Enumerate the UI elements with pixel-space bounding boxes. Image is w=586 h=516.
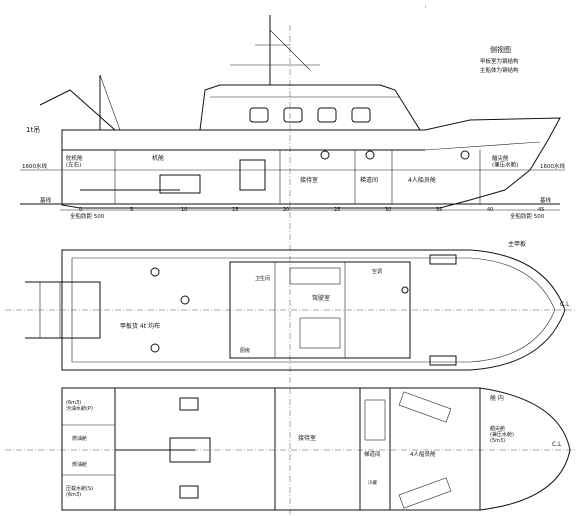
stair-passage-label: 梯道间 bbox=[360, 176, 378, 184]
hold-reception-label: 接待室 bbox=[298, 434, 316, 442]
aft-a-frame bbox=[25, 281, 101, 339]
frame-number: 0 bbox=[79, 207, 82, 213]
frame-number: 5 bbox=[130, 207, 133, 213]
seating-area bbox=[299, 317, 341, 349]
legend-line-2: 主船体为钢结构 bbox=[480, 66, 519, 74]
console bbox=[289, 267, 341, 285]
hold-crew-label: 4人船员舱 bbox=[410, 450, 436, 458]
bollard-icon bbox=[150, 267, 160, 277]
engine-block bbox=[169, 437, 211, 463]
deckhouse-outline bbox=[199, 84, 421, 131]
forepeak-tank-label: 艏尖舱(兼压水舱) bbox=[492, 154, 518, 169]
fuel-tank-right-label: 燃油舱 bbox=[72, 461, 87, 468]
window-3 bbox=[317, 107, 337, 123]
mast-stay bbox=[269, 29, 311, 71]
hold-passage-label: 梯道间 bbox=[364, 450, 381, 458]
drawing-legend: 侧视图 甲板室为钢结构 主船体为钢结构 bbox=[480, 45, 519, 74]
hold-title: 舱 内 bbox=[490, 394, 504, 402]
bollard-icon bbox=[150, 343, 160, 353]
gantry-stay bbox=[99, 74, 121, 131]
window-4 bbox=[351, 107, 371, 123]
generator bbox=[239, 159, 266, 191]
cold-store-label: 冷藏 bbox=[368, 479, 377, 486]
generator-set bbox=[179, 397, 199, 411]
bollard-icon bbox=[401, 286, 409, 294]
wheelhouse-label: 驾驶室 bbox=[312, 294, 330, 302]
waterline-left-label: 1600水线 bbox=[22, 162, 47, 170]
legend-title: 侧视图 bbox=[490, 45, 511, 54]
frame-number: 45 bbox=[538, 207, 544, 213]
hold-outline bbox=[61, 387, 571, 511]
berth bbox=[398, 391, 452, 423]
frame-spacing-right: 全船肋距 500 bbox=[510, 212, 545, 220]
frame-number: 30 bbox=[385, 207, 391, 213]
deck-outline bbox=[61, 249, 566, 371]
baseline-left-label: 基线 bbox=[40, 196, 52, 204]
porthole-1 bbox=[320, 150, 330, 160]
room-label: 空调 bbox=[372, 268, 382, 275]
bollard-icon bbox=[180, 295, 190, 305]
deck-centerline-label: C.L bbox=[560, 301, 570, 308]
hold-centerline-label: C.L bbox=[552, 441, 562, 448]
room-label: 厨房 bbox=[240, 347, 250, 354]
hold-forepeak-label: 艏尖舱(兼压水舱)(5m3) bbox=[490, 425, 514, 444]
window-1 bbox=[249, 107, 269, 123]
porthole-3 bbox=[460, 150, 470, 160]
steering-room-label: 舵机舱(左右) bbox=[66, 154, 83, 169]
aft-deck-cargo-note: 甲板货 4t 均布 bbox=[120, 322, 160, 330]
hull-outline bbox=[61, 117, 561, 209]
main-deck-plan: C.L 主甲板 驾驶室 卫生间 厨房 空调 甲板货 4t 均布 bbox=[5, 240, 575, 371]
reception-room-label: 接待室 bbox=[300, 176, 318, 184]
stair bbox=[364, 399, 386, 441]
legend-line-1: 甲板室为钢结构 bbox=[480, 57, 519, 65]
frame-number: 35 bbox=[436, 207, 442, 213]
room-label: 卫生间 bbox=[255, 275, 270, 282]
crane-label: 1t吊 bbox=[26, 126, 40, 134]
porthole-2 bbox=[365, 150, 375, 160]
engine-room-label: 机舱 bbox=[152, 154, 164, 162]
frame-number: 10 bbox=[181, 207, 187, 213]
window-2 bbox=[283, 107, 303, 123]
frame-spacing-left: 全船肋距 500 bbox=[70, 212, 105, 220]
fuel-tank-left-label: 燃油舱 bbox=[72, 435, 87, 442]
berth bbox=[398, 477, 452, 509]
fairlead bbox=[429, 355, 457, 366]
side-profile-view: 1t吊 舵机舱(左右) 机舱 接待室 梯道间 4人船员舱 艏尖舱(兼压水舱) 1… bbox=[20, 15, 565, 516]
frame-number: 20 bbox=[283, 207, 289, 213]
crew-cabin-label: 4人船员舱 bbox=[408, 176, 436, 184]
hold-plan: C.L 舱 内 (6m3)污油水舱(P) 燃油舱 燃油舱 压载水舱(S)(6m3… bbox=[5, 387, 575, 511]
fore-deck-line bbox=[424, 141, 541, 151]
generator-set bbox=[179, 485, 199, 499]
waterline-right-label: 1600水线 bbox=[540, 162, 565, 170]
main-engine bbox=[159, 174, 201, 194]
deckhouse-block bbox=[229, 261, 411, 359]
fairlead bbox=[429, 254, 457, 265]
frame-number: 15 bbox=[232, 207, 238, 213]
sewage-tank-label: (6m3)污油水舱(P) bbox=[66, 400, 93, 412]
frame-number: 25 bbox=[334, 207, 340, 213]
crane-boom bbox=[39, 89, 116, 131]
frame-number: 40 bbox=[487, 207, 493, 213]
baseline-right-label: 基线 bbox=[540, 196, 552, 204]
page-tick: ' bbox=[425, 6, 426, 12]
main-deck-title: 主甲板 bbox=[508, 240, 526, 248]
ballast-tank-label: 压载水舱(S)(6m3) bbox=[66, 485, 93, 498]
bulwark-line bbox=[71, 257, 556, 363]
